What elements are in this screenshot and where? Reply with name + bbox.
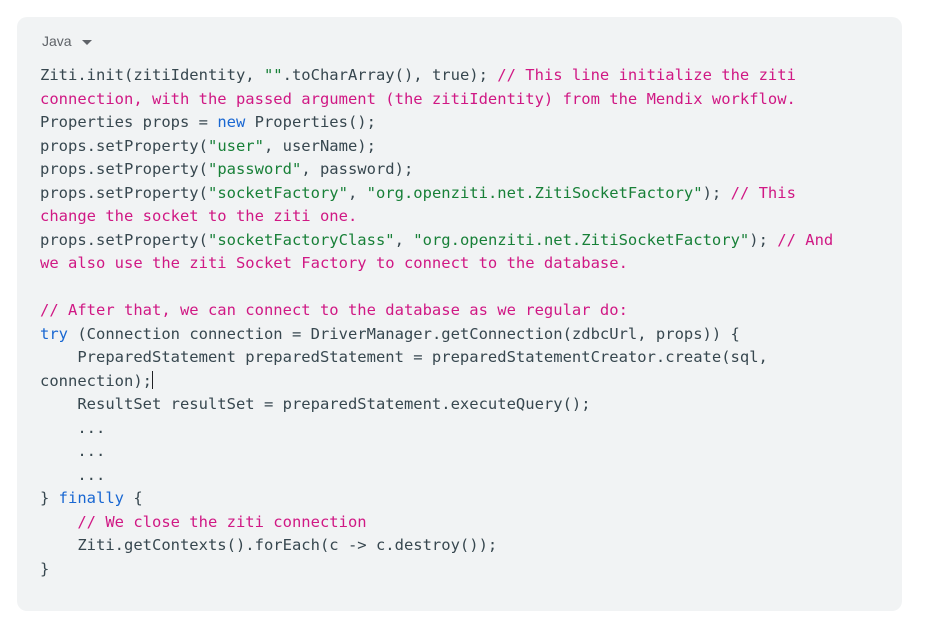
code-line: // After that, we can connect to the dat… <box>40 299 879 323</box>
code-token-plain: props.setProperty( <box>40 183 208 202</box>
code-line: ... <box>40 464 879 488</box>
language-selector-dropdown[interactable]: Java <box>40 27 94 55</box>
code-token-keyword: try <box>40 324 68 343</box>
code-token-plain <box>40 513 77 531</box>
code-token-comment: // After that, we can connect to the dat… <box>40 301 628 319</box>
code-line: // We close the ziti connection <box>40 511 879 535</box>
code-token-plain: Properties(); <box>245 113 376 131</box>
code-line: props.setProperty("socketFactoryClass", … <box>40 229 879 253</box>
code-token-plain: PreparedStatement preparedStatement = pr… <box>40 348 768 366</box>
code-line: Ziti.getContexts().forEach(c -> c.destro… <box>40 534 879 558</box>
code-token-comment: // This line initialize the ziti <box>497 66 796 84</box>
code-line: props.setProperty("password", password); <box>40 158 879 182</box>
code-token-plain: .toCharArray(), true); <box>282 66 498 84</box>
code-line: } <box>40 558 879 582</box>
code-token-string: "org.openziti.net.ZitiSocketFactory" <box>366 183 703 202</box>
code-token-string: "user" <box>207 136 264 155</box>
code-line: ... <box>40 417 879 441</box>
code-token-comment: we also use the ziti Socket Factory to c… <box>40 254 628 272</box>
code-token-keyword: new <box>217 113 246 131</box>
code-line: Ziti.init(zitiIdentity, "".toCharArray()… <box>40 64 879 88</box>
code-token-plain: Ziti.init(zitiIdentity, <box>40 66 264 84</box>
code-token-plain: (Connection connection = DriverManager.g… <box>68 324 740 343</box>
code-line: } finally { <box>40 487 879 511</box>
code-token-plain: , <box>394 230 414 249</box>
code-token-plain: , userName); <box>263 136 376 155</box>
code-area: Ziti.init(zitiIdentity, "".toCharArray()… <box>40 64 879 581</box>
code-token-string: "password" <box>207 160 302 178</box>
code-token-plain: Properties props = <box>40 113 218 131</box>
code-token-comment: connection, with the passed argument (th… <box>40 89 796 108</box>
code-token-string: "socketFactoryClass" <box>207 230 395 249</box>
code-line: connection); <box>40 370 879 394</box>
code-token-string: "org.openziti.net.ZitiSocketFactory" <box>413 230 750 249</box>
code-line: change the socket to the ziti one. <box>40 205 879 229</box>
code-token-comment: // This <box>730 183 796 202</box>
code-token-plain: props.setProperty( <box>40 136 208 155</box>
code-token-plain: ); <box>749 230 778 249</box>
code-line: props.setProperty("user", userName); <box>40 135 879 159</box>
code-token-plain: , <box>347 183 367 202</box>
code-line: ... <box>40 440 879 464</box>
code-token-plain: ); <box>702 183 731 202</box>
code-token-plain: } <box>40 489 59 507</box>
caret-down-icon <box>81 39 92 45</box>
code-line: PreparedStatement preparedStatement = pr… <box>40 346 879 370</box>
code-token-plain: { <box>124 489 143 507</box>
code-token-plain: ... <box>40 442 106 460</box>
code-token-plain: props.setProperty( <box>40 160 208 178</box>
code-token-plain: ... <box>40 465 106 484</box>
code-token-plain: ResultSet resultSet = preparedStatement.… <box>40 395 591 413</box>
language-label: Java <box>42 33 72 49</box>
code-token-string: "socketFactory" <box>207 183 348 202</box>
code-token-plain: props.setProperty( <box>40 230 208 249</box>
code-line: we also use the ziti Socket Factory to c… <box>40 252 879 276</box>
code-token-plain: } <box>40 559 50 578</box>
code-line: props.setProperty("socketFactory", "org.… <box>40 182 879 206</box>
code-token-string: "" <box>263 66 283 84</box>
code-line <box>40 276 879 300</box>
text-cursor-caret <box>151 370 154 389</box>
code-token-keyword: finally <box>58 489 124 507</box>
code-token-plain: Ziti.getContexts().forEach(c -> c.destro… <box>40 536 498 554</box>
code-token-comment: // We close the ziti connection <box>77 512 367 531</box>
code-line: Properties props = new Properties(); <box>40 111 879 135</box>
code-line: ResultSet resultSet = preparedStatement.… <box>40 393 879 417</box>
code-line: connection, with the passed argument (th… <box>40 88 879 112</box>
code-token-comment: change the socket to the ziti one. <box>40 207 358 225</box>
code-token-plain: , password); <box>301 160 414 178</box>
code-token-plain: ... <box>40 418 106 437</box>
code-token-plain: connection); <box>40 371 152 390</box>
code-line: try (Connection connection = DriverManag… <box>40 323 879 347</box>
code-token-comment: // And <box>777 230 834 249</box>
code-block-card: Java Ziti.init(zitiIdentity, "".toCharAr… <box>17 17 902 611</box>
